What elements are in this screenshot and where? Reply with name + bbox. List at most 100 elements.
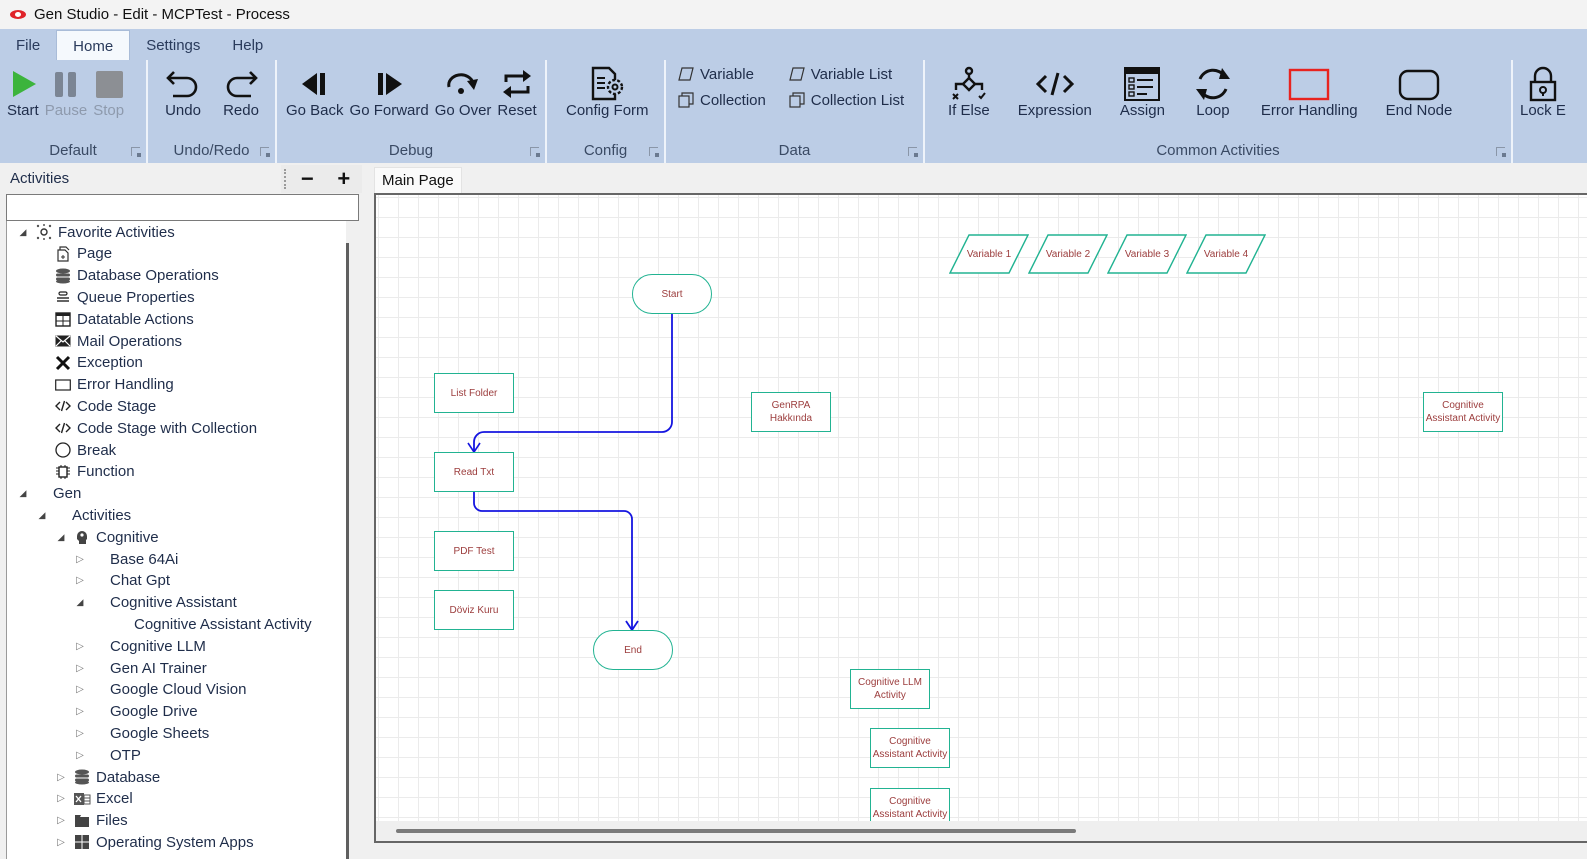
variable-4-node[interactable]: Variable 4	[1186, 234, 1266, 274]
expand-arrow-icon[interactable]: ▷	[76, 684, 84, 696]
go-back-button[interactable]: Go Back	[283, 60, 347, 119]
collapse-arrow-icon[interactable]: ◢	[19, 488, 27, 499]
toolbar-grip-icon[interactable]	[284, 169, 286, 189]
collapse-arrow-icon[interactable]: ◢	[38, 509, 46, 520]
undo-button[interactable]: Undo	[162, 60, 204, 119]
expand-arrow-icon[interactable]: ▷	[76, 640, 84, 652]
genrpa-hakkinda-node[interactable]: GenRPA Hakkında	[751, 392, 831, 432]
pdf-test-node[interactable]: PDF Test	[434, 531, 514, 571]
doviz-kuru-node[interactable]: Döviz Kuru	[434, 590, 514, 630]
tree-item-queue-properties[interactable]: Queue Properties	[36, 286, 195, 308]
process-canvas[interactable]: Start End List Folder Read Txt PDF Test …	[376, 195, 1587, 821]
cognitive-assistant-activity-node[interactable]: Cognitive Assistant Activity	[870, 728, 950, 768]
redo-button[interactable]: Redo	[220, 60, 262, 119]
start-node[interactable]: Start	[632, 274, 712, 314]
menu-tab-home[interactable]: Home	[56, 30, 131, 60]
tree-item-google-cloud-vision[interactable]: ▷Google Cloud Vision	[74, 679, 246, 701]
expand-arrow-icon[interactable]: ▷	[57, 836, 65, 848]
tree-item-google-sheets[interactable]: ▷Google Sheets	[74, 722, 209, 744]
tree-item-google-drive[interactable]: ▷Google Drive	[74, 701, 197, 723]
collapse-arrow-icon[interactable]: ◢	[76, 597, 84, 608]
tree-item-gen[interactable]: ◢Gen	[17, 483, 82, 505]
cognitive-assistant-activity-node[interactable]: Cognitive Assistant Activity	[1423, 392, 1503, 432]
config-form-button[interactable]: Config Form	[563, 60, 652, 119]
variable-list-button[interactable]: Variable List	[788, 63, 913, 85]
read-txt-node[interactable]: Read Txt	[434, 452, 514, 492]
tree-item-datatable-actions[interactable]: Datatable Actions	[36, 308, 194, 330]
expand-arrow-icon[interactable]: ▷	[76, 749, 84, 761]
end-node[interactable]: End	[593, 630, 673, 670]
tree-item-code-stage[interactable]: Code Stage	[36, 395, 156, 417]
dialog-launcher-icon[interactable]	[649, 147, 659, 157]
expand-arrow-icon[interactable]: ▷	[57, 793, 65, 805]
tree-item-cognitive-assistant-activity[interactable]: Cognitive Assistant Activity	[93, 613, 312, 635]
list-folder-node[interactable]: List Folder	[434, 373, 514, 413]
assign-button[interactable]: Assign	[1117, 60, 1168, 119]
tree-item-cognitive-llm[interactable]: ▷Cognitive LLM	[74, 635, 206, 657]
tree-item-excel[interactable]: ▷Excel	[55, 788, 133, 810]
tree-item-otp[interactable]: ▷OTP	[74, 744, 141, 766]
dialog-launcher-icon[interactable]	[908, 147, 918, 157]
stop-button[interactable]: Stop	[90, 60, 127, 119]
expand-arrow-icon[interactable]: ▷	[76, 706, 84, 718]
collection-button[interactable]: Collection	[678, 89, 775, 111]
loop-button[interactable]: Loop	[1190, 60, 1236, 119]
expand-arrow-icon[interactable]: ▷	[57, 771, 65, 783]
start-button[interactable]: Start	[4, 60, 42, 119]
tree-item-base-64ai[interactable]: ▷Base 64Ai	[74, 548, 178, 570]
dialog-launcher-icon[interactable]	[131, 147, 141, 157]
expand-arrow-icon[interactable]: ▷	[76, 727, 84, 739]
activities-tree-scrollbar[interactable]	[346, 221, 360, 859]
variable-button[interactable]: Variable	[678, 63, 775, 85]
tab-main-page[interactable]: Main Page	[374, 167, 462, 194]
tree-item-cognitive[interactable]: ◢Cognitive	[55, 526, 159, 548]
collapse-arrow-icon[interactable]: ◢	[57, 531, 65, 542]
go-forward-button[interactable]: Go Forward	[347, 60, 432, 119]
collection-list-button[interactable]: Collection List	[789, 89, 913, 111]
tree-item-gen-ai-trainer[interactable]: ▷Gen AI Trainer	[74, 657, 207, 679]
tree-item-activities[interactable]: ◢Activities	[36, 504, 132, 526]
variable-1-node[interactable]: Variable 1	[949, 234, 1029, 274]
dialog-launcher-icon[interactable]	[260, 147, 270, 157]
tree-item-mail-operations[interactable]: Mail Operations	[36, 330, 182, 352]
cognitive-assistant-activity-node[interactable]: Cognitive Assistant Activity	[870, 788, 950, 821]
tree-item-database[interactable]: ▷Database	[55, 766, 160, 788]
canvas-horizontal-scrollbar[interactable]	[376, 821, 1587, 841]
tree-item-files[interactable]: ▷Files	[55, 810, 128, 832]
expand-arrow-icon[interactable]: ▷	[76, 553, 84, 565]
expand-arrow-icon[interactable]: ▷	[76, 575, 84, 587]
expression-button[interactable]: Expression	[1015, 60, 1095, 119]
dialog-launcher-icon[interactable]	[1496, 147, 1506, 157]
expand-arrow-icon[interactable]: ▷	[76, 662, 84, 674]
menu-tab-file[interactable]: File	[16, 37, 41, 54]
expand-arrow-icon[interactable]: ▷	[57, 815, 65, 827]
tree-item-operating-system-apps[interactable]: ▷Operating System Apps	[55, 831, 253, 853]
tree-item-cognitive-assistant[interactable]: ◢Cognitive Assistant	[74, 592, 237, 614]
tree-item-function[interactable]: Function	[36, 461, 135, 483]
if-else-button[interactable]: If Else	[945, 60, 993, 119]
scrollbar-thumb[interactable]	[396, 829, 1076, 833]
lock-button[interactable]: Lock E	[1517, 60, 1569, 119]
menu-tab-settings[interactable]: Settings	[146, 37, 201, 54]
menu-tab-help[interactable]: Help	[232, 37, 264, 54]
tree-item-code-stage-with-collection[interactable]: Code Stage with Collection	[36, 417, 257, 439]
collapse-arrow-icon[interactable]: ◢	[19, 226, 27, 237]
scrollbar-thumb[interactable]	[346, 243, 349, 859]
collapse-all-button[interactable]: −	[300, 166, 314, 191]
pause-button[interactable]: Pause	[42, 60, 91, 119]
tree-item-chat-gpt[interactable]: ▷Chat Gpt	[74, 570, 170, 592]
tree-item-database-operations[interactable]: Database Operations	[36, 265, 219, 287]
cognitive-llm-activity-node[interactable]: Cognitive LLM Activity	[850, 669, 930, 709]
error-handling-button[interactable]: Error Handling	[1258, 60, 1361, 119]
tree-item-break[interactable]: Break	[36, 439, 116, 461]
activities-search-input[interactable]	[6, 194, 359, 221]
tree-item-page[interactable]: Page	[36, 243, 112, 265]
go-over-button[interactable]: Go Over	[432, 60, 495, 119]
end-node-button[interactable]: End Node	[1383, 60, 1456, 119]
variable-2-node[interactable]: Variable 2	[1028, 234, 1108, 274]
variable-3-node[interactable]: Variable 3	[1107, 234, 1187, 274]
reset-button[interactable]: Reset	[494, 60, 539, 119]
dialog-launcher-icon[interactable]	[530, 147, 540, 157]
tree-item-error-handling[interactable]: Error Handling	[36, 374, 174, 396]
tree-item-favorite-activities[interactable]: ◢Favorite Activities	[17, 221, 175, 243]
